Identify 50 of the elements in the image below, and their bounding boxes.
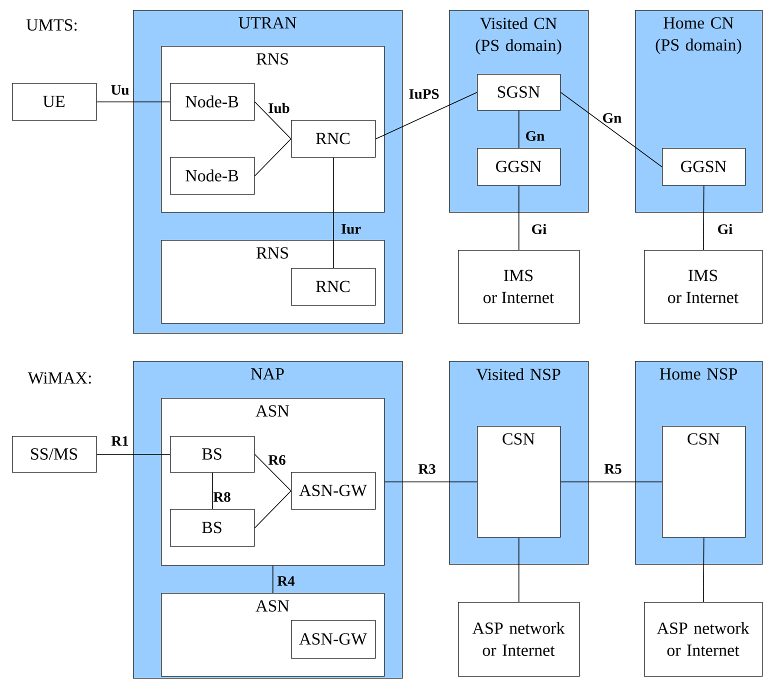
interface-label: Gn — [526, 131, 544, 141]
interface-label: Uu — [111, 85, 129, 95]
network-element-box: CSN — [662, 426, 746, 538]
interface-label: Gn — [603, 113, 622, 123]
connection-line — [518, 110, 520, 148]
network-element-box: ASN-GW — [291, 620, 376, 659]
network-element-box: Node-B — [170, 157, 255, 195]
section-label: UMTS: — [26, 19, 77, 31]
connection-line — [518, 185, 520, 250]
section-label: WiMAX: — [28, 372, 91, 384]
network-element-box: SGSN — [477, 74, 561, 111]
interface-label: Gi — [532, 224, 546, 234]
network-element-box: SS/MS — [12, 436, 97, 473]
connection-line — [333, 157, 334, 268]
network-element-box: RNC — [291, 268, 376, 306]
connection-line — [703, 537, 704, 602]
connection-line — [560, 92, 662, 168]
network-element-box: ASN-GW — [291, 472, 376, 510]
interface-label: R1 — [111, 436, 128, 446]
interface-label: Gi — [718, 224, 732, 234]
connection-line — [375, 92, 478, 140]
interface-label: R4 — [277, 576, 295, 586]
interface-label: R5 — [604, 464, 622, 474]
external-network-box: ASP network or Internet — [458, 602, 580, 677]
interface-label: R6 — [268, 455, 286, 465]
connection-line — [254, 490, 292, 528]
external-network-box: IMS or Internet — [644, 250, 763, 324]
connection-line — [254, 102, 292, 140]
connection-line — [212, 472, 213, 510]
connection-line — [254, 454, 292, 492]
interface-label: R3 — [418, 464, 436, 474]
network-element-box: BS — [170, 436, 255, 473]
interface-label: IuPS — [409, 89, 439, 99]
connection-line — [272, 565, 274, 594]
network-element-box: GGSN — [662, 148, 746, 186]
external-network-box: ASP network or Internet — [644, 602, 763, 677]
interface-label: R8 — [213, 492, 230, 502]
interface-label: Iub — [268, 102, 290, 114]
network-element-box: Node-B — [170, 83, 255, 121]
connection-line — [96, 454, 170, 455]
connection-line — [254, 138, 292, 176]
network-element-box: CSN — [477, 426, 561, 538]
network-element-box: RNC — [291, 120, 376, 158]
connection-line — [518, 537, 520, 602]
network-element-box: GGSN — [477, 148, 561, 186]
connection-line — [703, 185, 704, 250]
external-network-box: IMS or Internet — [458, 250, 580, 324]
network-element-box: UE — [12, 83, 97, 121]
interface-label: Iur — [341, 224, 361, 234]
network-element-box: BS — [170, 509, 255, 547]
